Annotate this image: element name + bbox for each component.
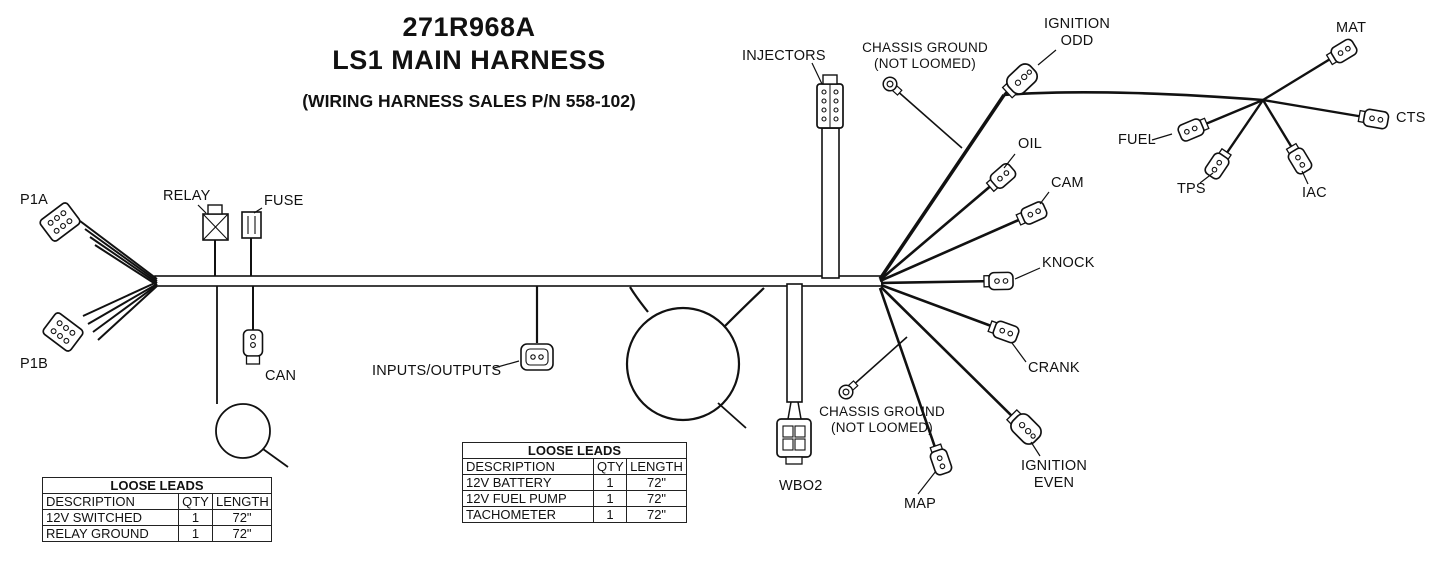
cell-length: 72": [625, 474, 688, 491]
label-knock: KNOCK: [1042, 255, 1095, 271]
label-cam: CAM: [1051, 175, 1084, 191]
oil-connector: [983, 160, 1019, 195]
fuse-connector: [241, 207, 263, 276]
p1b-connector: [42, 312, 84, 352]
wbo2-connector: [776, 418, 812, 465]
sales-part-number: (WIRING HARNESS SALES P/N 558-102): [302, 91, 636, 111]
label-oil: OIL: [1018, 136, 1042, 152]
harness-service-coil: [625, 286, 765, 429]
cell-qty: 1: [178, 509, 213, 526]
label-p1a: P1A: [20, 192, 49, 208]
label-ignition-odd: IGNITION ODD: [1043, 16, 1111, 50]
loose-leads-table-center: LOOSE LEADS DESCRIPTION QTY LENGTH 12V B…: [461, 442, 688, 523]
column-header: QTY: [593, 458, 627, 475]
cts-connector: [1356, 106, 1391, 131]
label-fuel: FUEL: [1118, 132, 1156, 148]
label-iac: IAC: [1302, 185, 1327, 201]
p1a-wires: [79, 220, 158, 286]
label-crank: CRANK: [1028, 360, 1080, 376]
part-number: 271R968A: [402, 12, 536, 42]
cell-description: 12V SWITCHED: [42, 509, 179, 526]
label-p1b: P1B: [20, 356, 49, 372]
main-harness-trunk: [154, 275, 883, 287]
column-header: LENGTH: [211, 493, 273, 510]
cell-qty: 1: [593, 490, 627, 507]
label-leader-lines: [917, 49, 1309, 495]
title-block: 271R968A LS1 MAIN HARNESS (WIRING HARNES…: [269, 12, 669, 112]
cell-length: 72": [211, 509, 273, 526]
cell-qty: 1: [593, 506, 627, 523]
crank-connector: [986, 317, 1021, 345]
fuel-connector: [1175, 114, 1211, 144]
label-map: MAP: [904, 496, 937, 512]
injectors-branch: [811, 62, 844, 279]
can-connector: [242, 286, 264, 365]
p1b-wires: [82, 281, 158, 341]
label-mat: MAT: [1336, 20, 1367, 36]
cell-length: 72": [625, 490, 688, 507]
wbo2-branch: [776, 283, 812, 465]
table-row: RELAY GROUND 1 72": [42, 525, 273, 542]
label-relay: RELAY: [163, 188, 211, 204]
column-header: DESCRIPTION: [42, 493, 179, 510]
table-title: LOOSE LEADS: [41, 477, 273, 494]
cell-length: 72": [625, 506, 688, 523]
label-can: CAN: [265, 368, 297, 384]
table-row: 12V SWITCHED 1 72": [42, 509, 273, 526]
inputs-outputs-connector: [493, 286, 554, 371]
label-wbo2: WBO2: [779, 478, 823, 494]
cell-length: 72": [211, 525, 273, 542]
column-header: DESCRIPTION: [462, 458, 594, 475]
table-title: LOOSE LEADS: [461, 442, 688, 459]
cam-connector: [1014, 199, 1050, 229]
cell-description: 12V FUEL PUMP: [462, 490, 594, 507]
chassis-ground-top-terminal: [879, 73, 963, 149]
cell-description: 12V BATTERY: [462, 474, 594, 491]
iac-connector: [1283, 141, 1315, 177]
injectors-connector: [816, 74, 844, 129]
knock-connector: [983, 271, 1014, 291]
loose-leads-coil-left: [215, 286, 289, 468]
column-header: QTY: [178, 493, 213, 510]
table-row: TACHOMETER 1 72": [462, 506, 688, 523]
p1a-connector: [39, 202, 81, 242]
map-connector: [926, 442, 954, 477]
right-branch-wires: [878, 51, 1371, 457]
cell-description: RELAY GROUND: [42, 525, 179, 542]
chassis-ground-bottom-terminal: [835, 336, 908, 403]
label-injectors: INJECTORS: [742, 48, 826, 64]
table-row: 12V BATTERY 1 72": [462, 474, 688, 491]
mat-connector: [1324, 36, 1360, 68]
label-tps: TPS: [1177, 181, 1206, 197]
label-chassis-ground-top: CHASSIS GROUND (NOT LOOMED): [862, 40, 988, 71]
column-header: LENGTH: [625, 458, 688, 475]
cell-qty: 1: [178, 525, 213, 542]
cell-description: TACHOMETER: [462, 506, 594, 523]
label-chassis-ground-bottom: CHASSIS GROUND (NOT LOOMED): [819, 404, 945, 435]
harness-name: LS1 MAIN HARNESS: [332, 45, 606, 75]
table-row: 12V FUEL PUMP 1 72": [462, 490, 688, 507]
relay-connector: [197, 204, 229, 276]
loose-leads-table-left: LOOSE LEADS DESCRIPTION QTY LENGTH 12V S…: [41, 477, 273, 542]
label-ignition-even: IGNITION EVEN: [1020, 458, 1088, 492]
tps-connector: [1202, 146, 1235, 182]
label-inputs-outputs: INPUTS/OUTPUTS: [372, 363, 502, 379]
cell-qty: 1: [593, 474, 627, 491]
label-fuse: FUSE: [264, 193, 304, 209]
label-cts: CTS: [1396, 110, 1426, 126]
